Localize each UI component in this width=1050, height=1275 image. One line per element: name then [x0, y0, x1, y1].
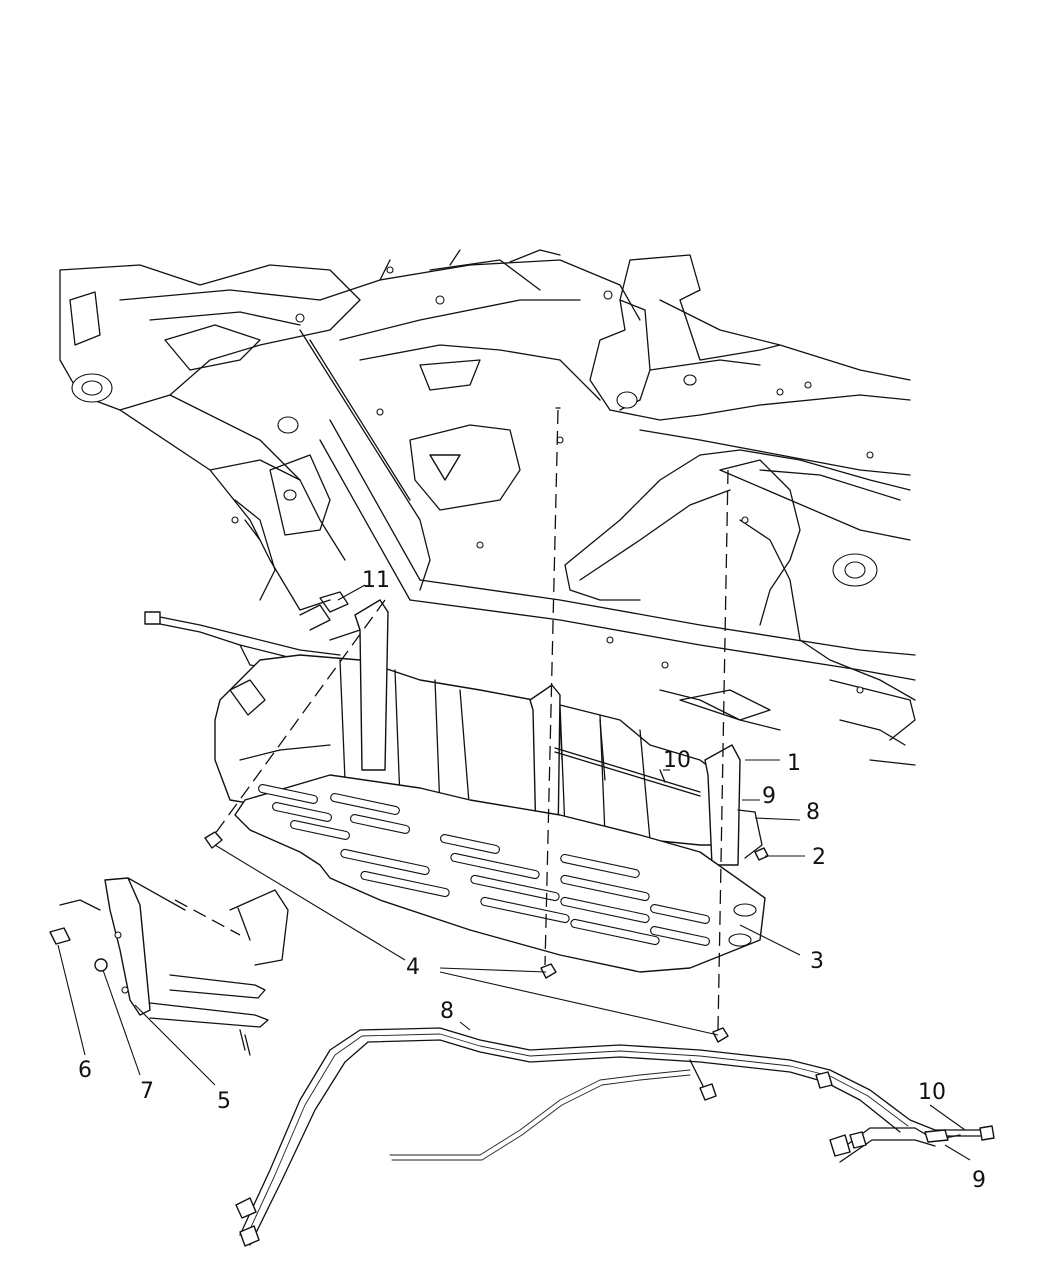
- callout-9-upper: 9: [762, 784, 776, 809]
- fuel-vapor-lines: [235, 1027, 995, 1247]
- assembly-axes: [211, 407, 729, 1031]
- skid-plate-slots: [258, 784, 710, 946]
- callout-3: 3: [810, 949, 824, 974]
- vehicle-underbody-frame: [59, 249, 916, 766]
- callout-1: 1: [787, 751, 801, 776]
- callout-10-upper: 10: [663, 748, 691, 773]
- fuel-line-rod: [554, 719, 701, 797]
- fastener-bolts: [204, 831, 769, 1043]
- callout-labels: 1 2 3 4 5 6 7 8 8 9 9 10 10 11: [78, 568, 986, 1193]
- skid-plate: [234, 774, 766, 973]
- callout-8-upper: 8: [806, 800, 820, 825]
- callout-11: 11: [362, 568, 390, 593]
- callout-7: 7: [140, 1079, 154, 1104]
- callout-10-lower: 10: [918, 1080, 946, 1105]
- heat-shield-bracket: [49, 877, 289, 1056]
- wiring-harness-bracket: [144, 591, 381, 669]
- callout-6: 6: [78, 1058, 92, 1083]
- callout-5: 5: [217, 1089, 231, 1114]
- callout-4: 4: [406, 955, 420, 980]
- tank-strap-left: [354, 599, 389, 771]
- callout-2: 2: [812, 845, 826, 870]
- callout-8-lower: 8: [440, 999, 454, 1024]
- callout-leader-lines: [57, 584, 971, 1161]
- tank-strap-right: [704, 744, 763, 866]
- callout-9-lower: 9: [972, 1168, 986, 1193]
